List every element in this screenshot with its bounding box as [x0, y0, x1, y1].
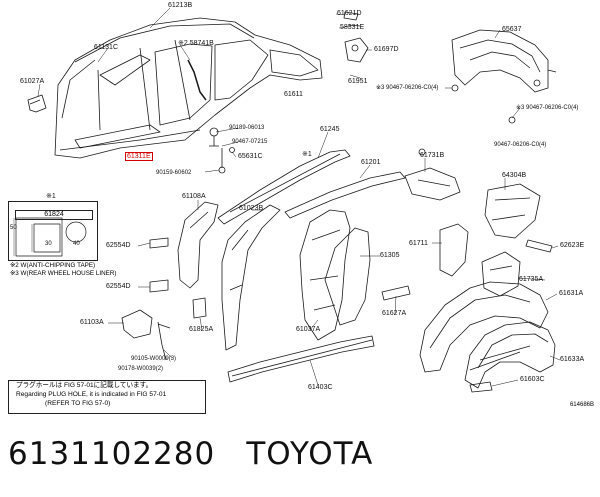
label-61023B: 61023B	[239, 205, 264, 212]
bracket-64304B-drawing	[484, 183, 541, 239]
side-outer-panel-drawing	[54, 17, 323, 159]
label-61213B: 61213B	[168, 2, 193, 9]
part-number: 6131102280	[8, 436, 216, 472]
bracket-61735A-drawing	[481, 251, 521, 297]
label-61711: 61711	[409, 240, 428, 247]
label-90467-d: 90467-06206-C0(4)	[494, 142, 547, 148]
plug-hole-note: プラグホールは FIG 57-01に記載しています。 Regarding PLU…	[8, 380, 206, 414]
label-58741B: ※2 58741B	[178, 40, 214, 47]
label-90467-b: ※3 90467-06206-C0(4)	[516, 105, 579, 111]
label-61633A: 61633A	[560, 356, 585, 363]
notes: ※2 W(ANTI-CHIPPING TAPE) ※3 W(REAR WHEEL…	[10, 262, 117, 278]
label-61697D: 61697D	[374, 46, 399, 53]
label-61631A: 61631A	[559, 290, 584, 297]
rail-61201-drawing	[284, 171, 406, 219]
part-62623E-drawing	[525, 239, 553, 253]
front-pillar-61108A-drawing	[177, 201, 219, 289]
note-line-3: (REFER TO FIG 57-0)	[45, 400, 111, 407]
label-61627A: 61627A	[382, 310, 407, 317]
label-61108A: 61108A	[182, 193, 206, 200]
strip-58741B-drawing	[187, 59, 207, 101]
label-61131C: 61131C	[94, 44, 119, 51]
label-61603C: 61603C	[520, 376, 545, 383]
bracket-61697D-drawing	[344, 37, 369, 63]
label-90105: 90105-W0009(3)	[131, 356, 177, 362]
label-star1-top: ※1	[302, 151, 312, 158]
label-62554D-b: 62554D	[106, 283, 131, 290]
rocker-61403C-drawing	[227, 335, 375, 383]
label-65637: 65637	[502, 26, 522, 33]
label-58331E: 58331E	[340, 24, 365, 31]
strip-61627A-drawing	[381, 285, 411, 301]
note-2: ※2 W(ANTI-CHIPPING TAPE)	[10, 262, 96, 269]
part-61825A-drawing	[192, 297, 207, 319]
label-61027A: 61027A	[20, 78, 45, 85]
label-90159: 90159-60602	[156, 170, 192, 176]
label-61621D: 61621D	[337, 10, 362, 17]
label-61735A: 61735A	[519, 276, 544, 283]
wheelhouse-61633A-drawing	[464, 321, 556, 389]
note-3: ※3 W(REAR WHEEL HOUSE LINER)	[10, 270, 117, 277]
label-61037A: 61037A	[296, 326, 321, 333]
label-61611: 61611	[284, 91, 303, 98]
bracket-61027A-drawing	[27, 94, 47, 113]
label-90189: 90189-06013	[229, 125, 265, 131]
label-65631C: 65631C	[238, 153, 263, 160]
tape-dim-40: 40	[73, 241, 80, 247]
inner-61037A-drawing	[324, 227, 371, 326]
label-62554D-a: 62554D	[106, 242, 131, 249]
label-61951: 61951	[348, 78, 368, 85]
label-61103A: 61103A	[80, 319, 104, 326]
label-61403C: 61403C	[308, 384, 333, 391]
label-61305: 61305	[380, 252, 400, 259]
label-61201: 61201	[361, 159, 381, 166]
label-61245: 61245	[320, 126, 340, 133]
anti-chipping-tape-box: 61824 50 30 40	[8, 201, 98, 261]
wheel-liner-drawing	[451, 29, 557, 124]
parts-diagram	[13, 7, 561, 393]
bracket-61731B-drawing	[404, 167, 461, 201]
label-90467-a: ※3 90467-06206-C0(4)	[376, 85, 439, 91]
label-61731B: 61731B	[420, 152, 445, 159]
figure-ref-code: 614686B	[569, 402, 594, 408]
brand-name: TOYOTA	[246, 436, 374, 472]
label-61825A: 61825A	[189, 326, 214, 333]
panel-61711-drawing	[439, 223, 469, 277]
note-line-1: プラグホールは FIG 57-01に記載しています。	[16, 382, 153, 389]
bracket-61103A-drawing	[121, 309, 153, 339]
clips-drawing	[209, 127, 235, 174]
tape-dim-50: 50	[10, 225, 17, 231]
tape-dim-30: 30	[45, 241, 52, 247]
label-90467-c: 90467-07215	[232, 139, 268, 145]
pillar-61023B-drawing	[221, 204, 281, 351]
b-pillar-61305-drawing	[299, 209, 351, 341]
label-61311E: 61311E	[125, 152, 153, 161]
label-90178: 90178-W0039(2)	[118, 366, 164, 372]
quarter-panel-61631A-drawing	[419, 281, 549, 373]
label-star1-a: ※1	[46, 193, 56, 200]
roof-rail-61245-drawing	[217, 149, 351, 225]
note-line-2: Regarding PLUG HOLE, it is indicated in …	[16, 391, 167, 398]
label-62623E: 62623E	[560, 242, 585, 249]
label-64304B: 64304B	[502, 172, 527, 179]
tape-part-number: 61824	[15, 210, 93, 220]
footer: 6131102280 TOYOTA	[8, 436, 598, 480]
